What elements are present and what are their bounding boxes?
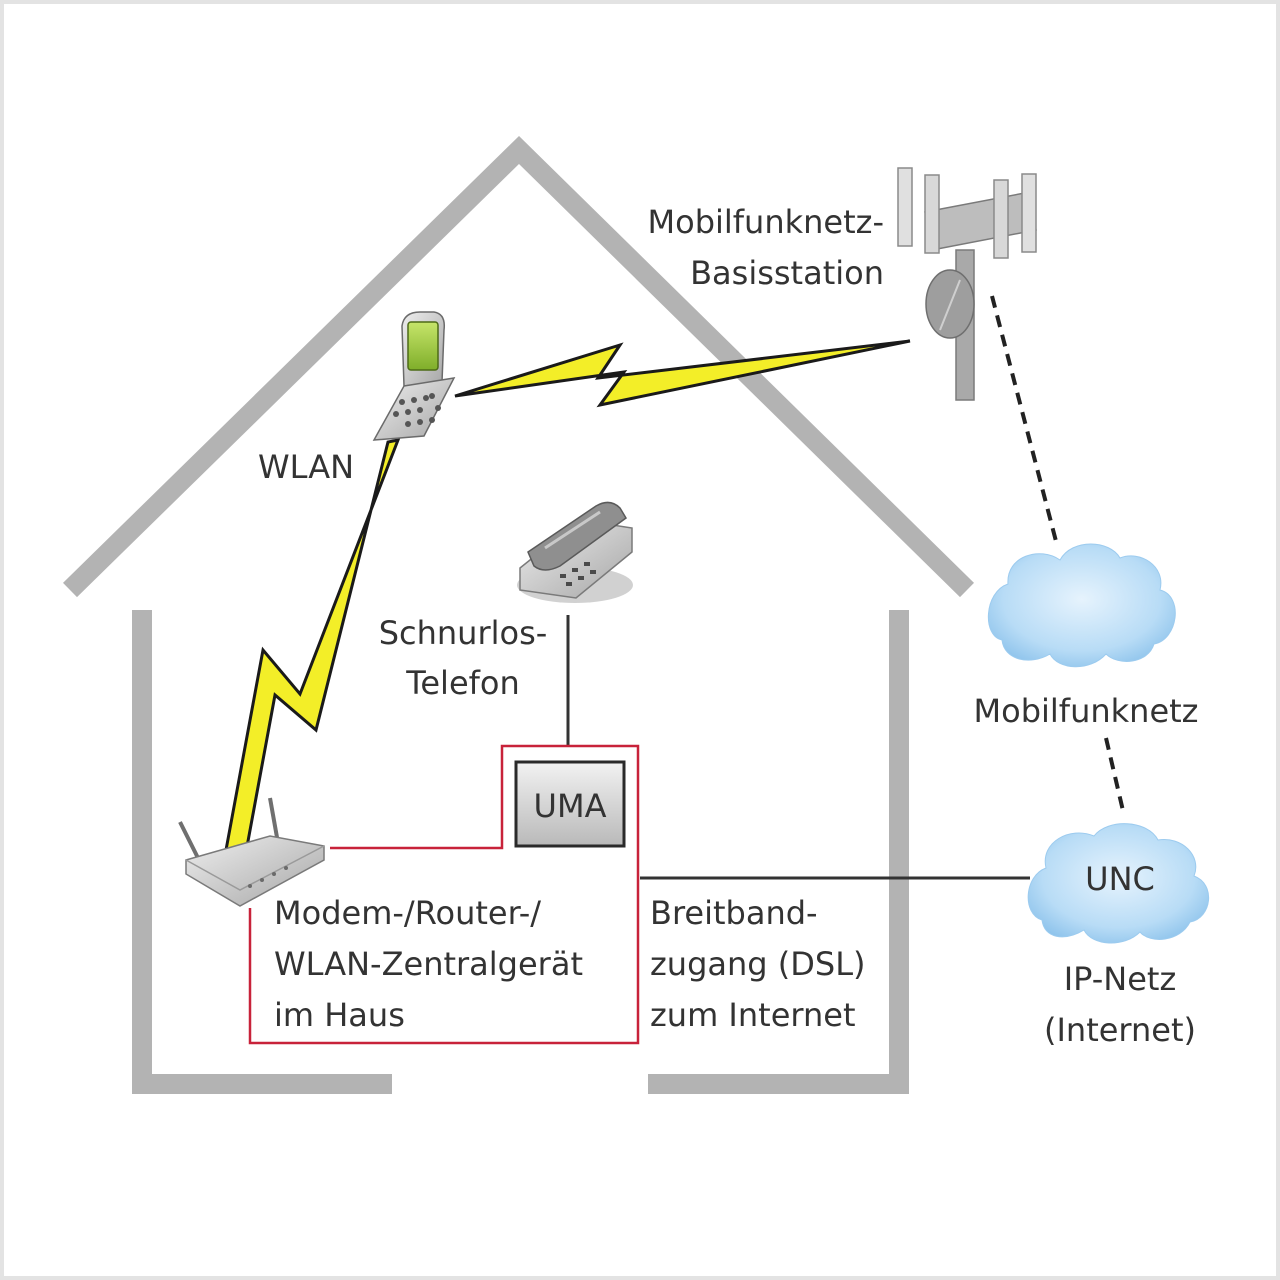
mobile-network-label: Mobilfunknetz: [974, 692, 1199, 730]
router-label: im Haus: [274, 996, 405, 1034]
lightning-icon: [454, 339, 911, 408]
base-station-label: Basisstation: [690, 254, 884, 292]
broadband-label: Breitband-: [650, 894, 818, 932]
house-wall-right: [648, 610, 909, 1094]
unc-label: UNC: [1085, 860, 1155, 898]
router-label: WLAN-Zentralgerät: [274, 945, 583, 983]
lightning-icon: [224, 437, 401, 854]
base-station-icon: [897, 167, 1037, 401]
house-wall-left: [132, 610, 392, 1094]
cordless-phone-label: Schnurlos-: [379, 614, 548, 652]
broadband-label: zum Internet: [650, 996, 855, 1034]
ip-network-label: IP-Netz: [1064, 960, 1177, 998]
cloud-icon: [988, 543, 1176, 668]
cordless-phone-icon: [517, 501, 633, 603]
flip-phone-icon: [372, 311, 456, 441]
uma-box: UMA: [514, 760, 626, 848]
house-outline: [63, 135, 975, 1094]
cordless-phone-label: Telefon: [405, 664, 520, 702]
basestation-to-cloud-dashed: [990, 295, 1059, 546]
router-icon: [178, 797, 325, 907]
broadband-label: zugang (DSL): [650, 945, 866, 983]
wlan-label: WLAN: [258, 448, 354, 486]
cloud-to-unc-dashed: [1104, 737, 1126, 816]
house-roof: [63, 135, 975, 598]
ip-network-label: (Internet): [1044, 1011, 1196, 1049]
base-station-label: Mobilfunknetz-: [648, 203, 885, 241]
uma-label: UMA: [534, 787, 607, 825]
uma-red-frame: [248, 744, 640, 1045]
cloud-icon: [1027, 823, 1210, 944]
router-label: Modem-/Router-/: [274, 894, 541, 932]
